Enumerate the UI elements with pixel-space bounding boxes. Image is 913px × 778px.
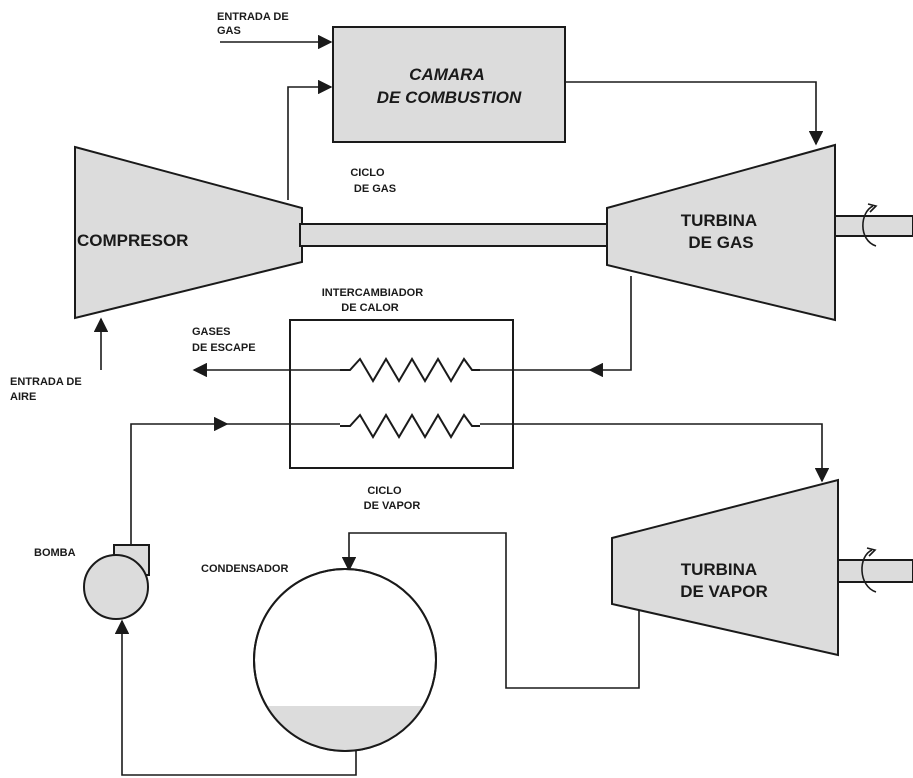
steam-shaft-rotation-head	[866, 547, 877, 557]
steam-turbine	[611, 478, 839, 657]
combustion-chamber-label: CAMARA DE COMBUSTION	[377, 65, 522, 107]
steam-cycle-label: CICLO DE VAPOR	[364, 485, 421, 512]
steam-to-condenser-line	[341, 532, 640, 689]
gas-cycle-shaft	[299, 223, 608, 247]
chamber-to-turbine-line	[565, 81, 824, 146]
gas-shaft-rotation-arrow	[862, 205, 877, 247]
exhaust-gases-label: GASES DE ESCAPE	[192, 326, 256, 354]
condenser-label: CONDENSADOR	[201, 563, 288, 575]
condenser-liquid	[254, 706, 436, 751]
steam-shaft-rotation-arrow	[861, 549, 877, 593]
steam-coil	[340, 413, 480, 439]
pump-to-exchanger-line	[130, 416, 229, 545]
gas-turbine-output-shaft	[834, 215, 913, 237]
gas-turbine	[606, 143, 836, 322]
heat-exchanger	[289, 319, 514, 469]
heat-exchanger-label: INTERCAMBIADOR DE CALOR	[322, 287, 427, 314]
steam-turbine-label: TURBINA DE VAPOR	[680, 560, 768, 601]
pump	[83, 554, 149, 620]
compressor-label: COMPRESOR	[77, 231, 188, 250]
gas-turbine-label: TURBINA DE GAS	[681, 211, 762, 252]
exhaust-coil	[340, 357, 480, 383]
compressor-to-chamber-line	[287, 79, 333, 200]
compressor	[74, 145, 303, 320]
turbine-exhaust-line	[588, 276, 632, 378]
gas-cycle-label: CICLO DE GAS	[350, 167, 396, 195]
combustion-chamber	[332, 26, 566, 143]
pump-label: BOMBA	[34, 547, 76, 559]
steam-turbine-output-shaft	[837, 559, 913, 583]
exchanger-to-steam-turbine-line	[480, 423, 830, 483]
air-inlet-label: ENTRADA DE AIRE	[10, 376, 85, 403]
condenser-to-pump-line	[114, 619, 357, 776]
gas-inlet-label: ENTRADA DE GAS	[217, 11, 292, 37]
gas-shaft-rotation-head	[867, 203, 878, 213]
